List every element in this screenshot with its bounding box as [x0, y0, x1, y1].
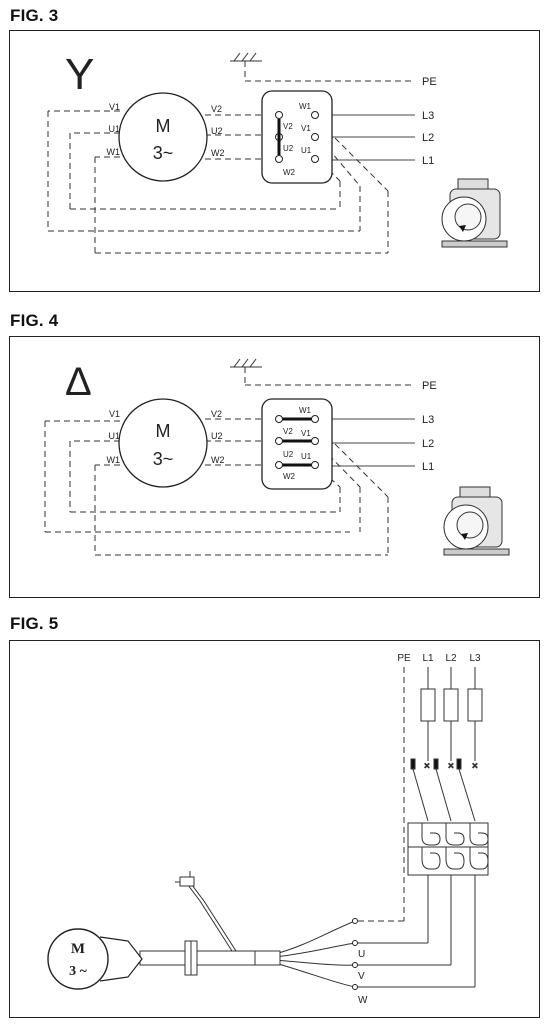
- fig3-wiring-diagram: M 3~ Y V1 U1 W1 V2 U2 W2 W1 V2 V1 U2 U1 …: [47, 50, 508, 254]
- box-terminal-label: U1: [301, 146, 312, 155]
- l2-label: L2: [422, 132, 434, 144]
- fig4-panel: M 3~ Δ V1 U1 W1 V2 U2 W2 W1 V2 V1 U2 U1 …: [9, 336, 540, 598]
- fig3-title: FIG. 3: [10, 6, 59, 25]
- l3-label: L3: [422, 414, 434, 426]
- box-terminal-label: W1: [299, 102, 312, 111]
- l2-label: L2: [445, 653, 457, 664]
- box-terminal-label: V2: [283, 122, 293, 131]
- pe-label: PE: [422, 380, 437, 392]
- motor-label-m: M: [71, 941, 85, 957]
- wire-label-w: W: [358, 995, 368, 1006]
- contactor: × × ×: [410, 758, 479, 822]
- wire-label-u: U: [358, 949, 365, 960]
- box-terminal-label: V1: [301, 124, 311, 133]
- fig5-title: FIG. 5: [10, 614, 59, 633]
- pe-label: PE: [397, 653, 411, 664]
- wire-label-v: V: [358, 971, 365, 982]
- svg-text:×: ×: [448, 761, 454, 772]
- delta-symbol: Δ: [65, 360, 92, 404]
- motor-rotation-icon: [443, 486, 510, 556]
- svg-text:×: ×: [424, 761, 430, 772]
- pe-label: PE: [422, 76, 437, 88]
- motor-label-3phase: 3~: [153, 449, 174, 469]
- fig4-wiring-diagram: M 3~ Δ V1 U1 W1 V2 U2 W2 W1 V2 V1 U2 U1 …: [44, 358, 510, 556]
- terminal-box: [261, 398, 333, 490]
- overload-relay: [407, 822, 489, 876]
- box-terminal-label: U2: [283, 450, 294, 459]
- fig3-panel: M 3~ Y V1 U1 W1 V2 U2 W2 W1 V2 V1 U2 U1 …: [9, 30, 540, 292]
- delta-bridges: [282, 417, 312, 467]
- motor-label-3phase: 3~: [153, 143, 174, 163]
- terminal-label: V2: [211, 104, 222, 114]
- ground-icon: [230, 358, 262, 368]
- box-terminal-label: W1: [299, 406, 312, 415]
- box-terminal-label: V1: [301, 429, 311, 438]
- box-terminal-label: W2: [283, 168, 296, 177]
- terminal-label: U1: [108, 431, 120, 441]
- terminal-label: U2: [211, 431, 223, 441]
- terminal-box: [261, 90, 333, 184]
- ground-icon: [230, 52, 262, 62]
- terminal-label: W1: [107, 147, 121, 157]
- l1-label: L1: [422, 653, 434, 664]
- l3-label: L3: [469, 653, 481, 664]
- star-symbol: Y: [65, 50, 94, 99]
- motor-circle: [118, 398, 208, 488]
- motor-label-m: M: [156, 116, 171, 136]
- motor-rotation-icon: [441, 178, 508, 248]
- box-terminal-label: W2: [283, 472, 296, 481]
- fig5-panel: PE L1 L2 L3 × × ×: [9, 640, 540, 1018]
- terminal-label: U2: [211, 126, 223, 136]
- svg-text:×: ×: [472, 761, 478, 772]
- motor-cable: [139, 871, 356, 988]
- terminal-label: V1: [109, 409, 120, 419]
- terminal-label: V1: [109, 102, 120, 112]
- fig4-title: FIG. 4: [10, 311, 59, 330]
- motor-label-m: M: [156, 421, 171, 441]
- terminal-label: U1: [108, 124, 120, 134]
- motor-circle: [118, 92, 208, 182]
- box-terminal-label: U1: [301, 452, 312, 461]
- l3-label: L3: [422, 110, 434, 122]
- terminal-label: W2: [211, 455, 225, 465]
- box-terminal-label: V2: [283, 427, 293, 436]
- box-terminal-label: U2: [283, 144, 294, 153]
- motor-label-3phase: 3 ~: [69, 964, 88, 979]
- terminal-label: V2: [211, 409, 222, 419]
- l2-label: L2: [422, 438, 434, 450]
- terminal-label: W1: [107, 455, 121, 465]
- motor-circle: [47, 928, 109, 990]
- motor-connector: [99, 936, 143, 982]
- l1-label: L1: [422, 155, 434, 167]
- l1-label: L1: [422, 461, 434, 473]
- terminal-label: W2: [211, 148, 225, 158]
- fuses: [420, 667, 483, 761]
- fig5-wiring-diagram: PE L1 L2 L3 × × ×: [47, 653, 489, 1006]
